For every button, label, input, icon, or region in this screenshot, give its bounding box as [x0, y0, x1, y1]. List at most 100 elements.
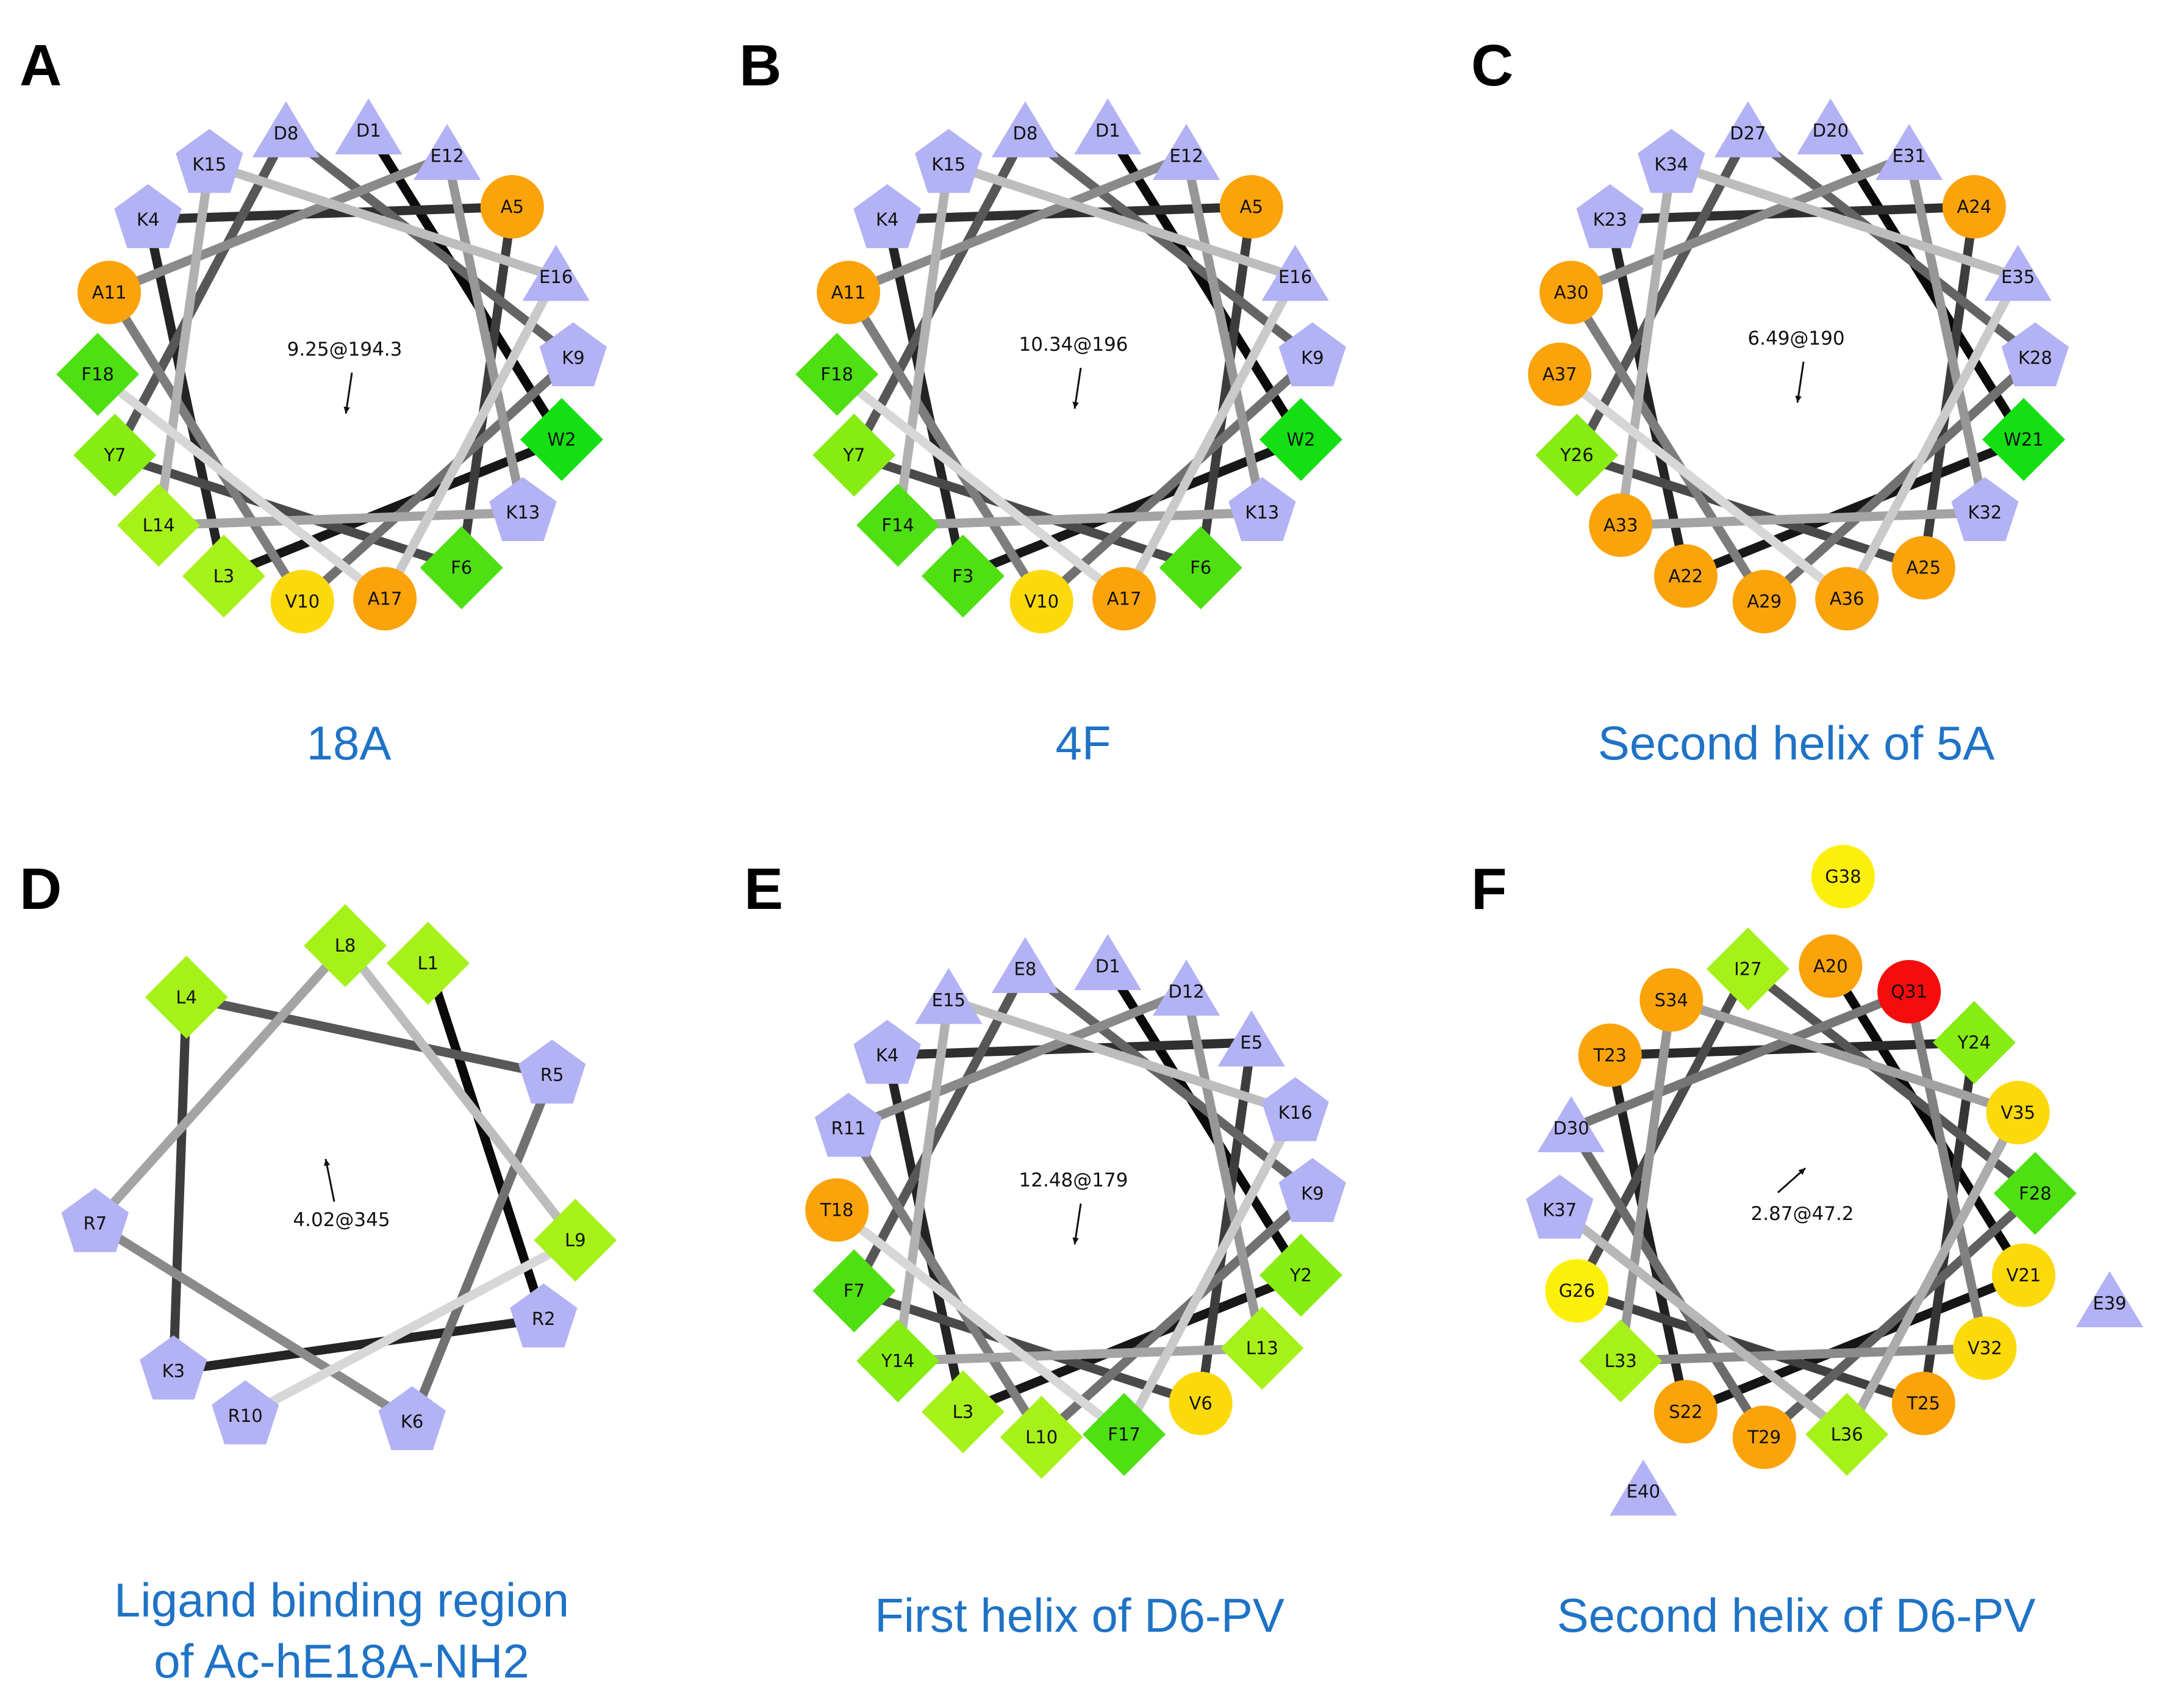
residue-y24: Y24: [1932, 1001, 2016, 1085]
moment-arrow: [345, 372, 353, 414]
residue-marker: [1219, 175, 1283, 239]
helix-connector: [1904, 991, 1990, 1349]
residue-label: F14: [881, 515, 914, 536]
panel-caption: Second helix of D6-PV: [1557, 1588, 2036, 1642]
residue-f18: F18: [56, 332, 140, 416]
helix-connector: [1038, 354, 1316, 605]
helix-connector: [442, 155, 528, 514]
residue-marker: [1261, 245, 1329, 301]
helix-connector: [1616, 999, 1676, 1362]
residue-w21: W21: [1982, 398, 2065, 481]
panel-caption: 18A: [307, 716, 392, 770]
residue-marker: [1278, 322, 1346, 387]
moment-arrow: [324, 1158, 335, 1202]
residue-label: A33: [1603, 515, 1638, 536]
residue-label: T25: [1906, 1393, 1940, 1414]
residue-label: T29: [1747, 1427, 1781, 1448]
helix-connector: [95, 370, 388, 603]
residue-marker: [1537, 1096, 1605, 1152]
residue-label: K9: [1301, 347, 1324, 368]
residue-r10: R10: [212, 1380, 279, 1444]
residue-marker: [1953, 1316, 2017, 1380]
residue-label: K13: [506, 502, 540, 523]
helix-connector: [407, 1073, 557, 1424]
helix-connector: [1616, 163, 1676, 526]
panel-caption: First helix of D6-PV: [875, 1588, 1284, 1642]
residue-l8: L8: [303, 904, 387, 988]
residue-label: I27: [1734, 959, 1761, 980]
residue-label: Q31: [1891, 981, 1927, 1002]
residue-k15: K15: [176, 129, 243, 193]
residue-marker: [534, 1199, 617, 1282]
residue-v35: V35: [1986, 1080, 2050, 1144]
residue-label: E16: [539, 267, 573, 287]
residue-marker: [270, 570, 334, 634]
residue-label: F6: [1190, 558, 1211, 578]
residue-marker: [1991, 1243, 2055, 1307]
residue-marker: [1799, 934, 1863, 998]
helix-connector: [1569, 987, 1911, 1133]
residue-a20: A20: [1799, 934, 1863, 998]
helix-connector: [1181, 991, 1267, 1349]
residue-label: E16: [1278, 267, 1312, 287]
moment-arrow: [1796, 361, 1805, 403]
helix-connector: [1761, 354, 2038, 605]
helix-connector: [893, 163, 953, 526]
residue-label: G38: [1825, 866, 1861, 887]
residue-k37: K37: [1526, 1174, 1594, 1239]
helix-connector: [154, 163, 214, 526]
residue-label: Y7: [842, 445, 865, 465]
residue-s22: S22: [1653, 1380, 1718, 1444]
residue-marker: [520, 398, 603, 481]
residue-marker: [145, 955, 228, 1039]
residue-k3: K3: [140, 1335, 207, 1400]
panel-letter: B: [739, 33, 781, 98]
residue-f14: F14: [856, 483, 940, 567]
moment-arrowhead: [1795, 395, 1802, 403]
helix-connector: [1022, 129, 1316, 362]
helix-connector: [1196, 1041, 1256, 1404]
residue-f18: F18: [795, 332, 879, 416]
residue-label: D12: [1168, 981, 1204, 1002]
residue-l10: L10: [1000, 1396, 1083, 1479]
residue-marker: [1576, 184, 1644, 248]
residue-k34: K34: [1638, 129, 1705, 193]
residue-label: F28: [2019, 1183, 2052, 1204]
residue-marker: [1152, 124, 1220, 181]
residue-label: F3: [952, 565, 973, 586]
helix-connector: [961, 1271, 1303, 1416]
residue-label: S22: [1669, 1401, 1702, 1422]
residue-v32: V32: [1953, 1316, 2017, 1380]
residue-label: E8: [1014, 959, 1037, 980]
residue-marker: [1278, 1158, 1346, 1222]
residue-marker: [56, 332, 140, 416]
residue-l9: L9: [534, 1199, 617, 1282]
residue-marker: [378, 1386, 446, 1451]
residue-marker: [1228, 477, 1296, 541]
residue-e31: E31: [1875, 124, 1943, 181]
residue-marker: [1526, 1174, 1594, 1239]
residue-marker: [1159, 526, 1242, 609]
residue-l36: L36: [1805, 1393, 1889, 1476]
residue-marker: [386, 922, 470, 1005]
helix-connector: [1567, 1125, 1769, 1440]
residue-k4: K4: [853, 184, 921, 248]
residue-marker: [1982, 398, 2065, 481]
residue-label: R5: [540, 1064, 564, 1085]
helix-connector: [1843, 274, 2022, 601]
residue-label: K34: [1654, 154, 1688, 174]
residue-marker: [1092, 567, 1156, 631]
helix-connector: [847, 987, 1188, 1133]
helix-connector: [1103, 963, 1305, 1278]
residue-label: D27: [1730, 123, 1766, 144]
helix-connector: [1761, 1190, 2038, 1441]
residue-k9: K9: [1278, 322, 1346, 387]
residue-marker: [1545, 1259, 1609, 1323]
helix-connector: [364, 127, 566, 442]
residue-a37: A37: [1528, 342, 1592, 406]
hydrophobic-moment-label: 4.02@345: [293, 1209, 390, 1231]
residue-a17: A17: [353, 567, 417, 631]
residue-f17: F17: [1083, 1393, 1166, 1476]
